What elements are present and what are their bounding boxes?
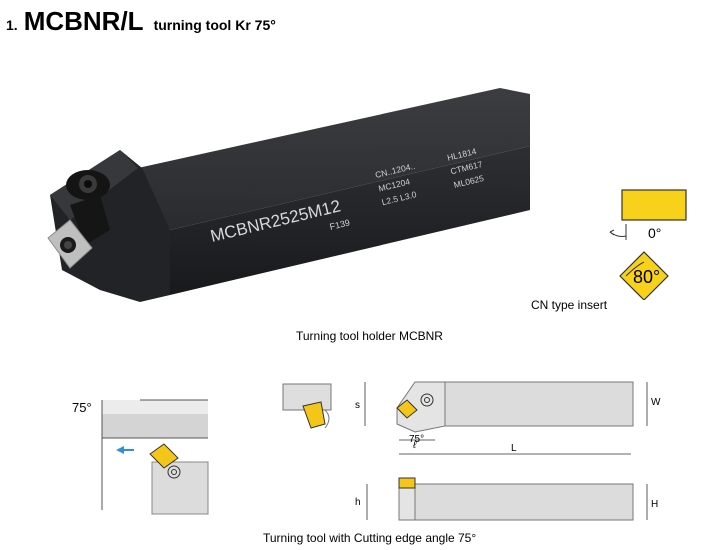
insert-side-view	[621, 189, 687, 221]
edge-angle-diagram: 75°	[72, 399, 209, 515]
section-number: 1.	[6, 17, 18, 33]
dim-W: W	[651, 397, 661, 408]
insert-yellow	[149, 443, 179, 469]
clearance-angle: 0°	[648, 225, 661, 241]
dim-angle: 75°	[409, 434, 424, 445]
insert-top-view	[619, 251, 669, 300]
tool-holder-photo: MCBNR2525M12 F139 CN..1204.. MC1204 L2.5…	[47, 88, 530, 302]
holder-caption: Turning tool holder MCBNR	[296, 329, 443, 343]
dim-h: h	[355, 497, 361, 508]
dim-H: H	[651, 499, 658, 510]
dimension-drawing: s W L ℓ 75° h H	[282, 381, 661, 521]
holder-code: F139	[329, 217, 351, 232]
dim-L: L	[511, 443, 517, 454]
heading-subtitle: turning tool Kr 75°	[153, 17, 276, 33]
edge-angle-caption: Turning tool with Cutting edge angle 75°	[263, 531, 477, 545]
insert-caption: CN type insert	[531, 298, 608, 312]
page-heading: 1. MCBNR/L turning tool Kr 75°	[6, 6, 276, 37]
edge-angle-label: 75°	[72, 400, 92, 415]
model-name: MCBNR/L	[23, 6, 144, 36]
nose-angle: 80°	[633, 267, 660, 287]
dim-ell: ℓ	[412, 440, 417, 451]
insert-symbol: 0° 80°	[609, 189, 687, 300]
dim-s: s	[355, 400, 360, 411]
